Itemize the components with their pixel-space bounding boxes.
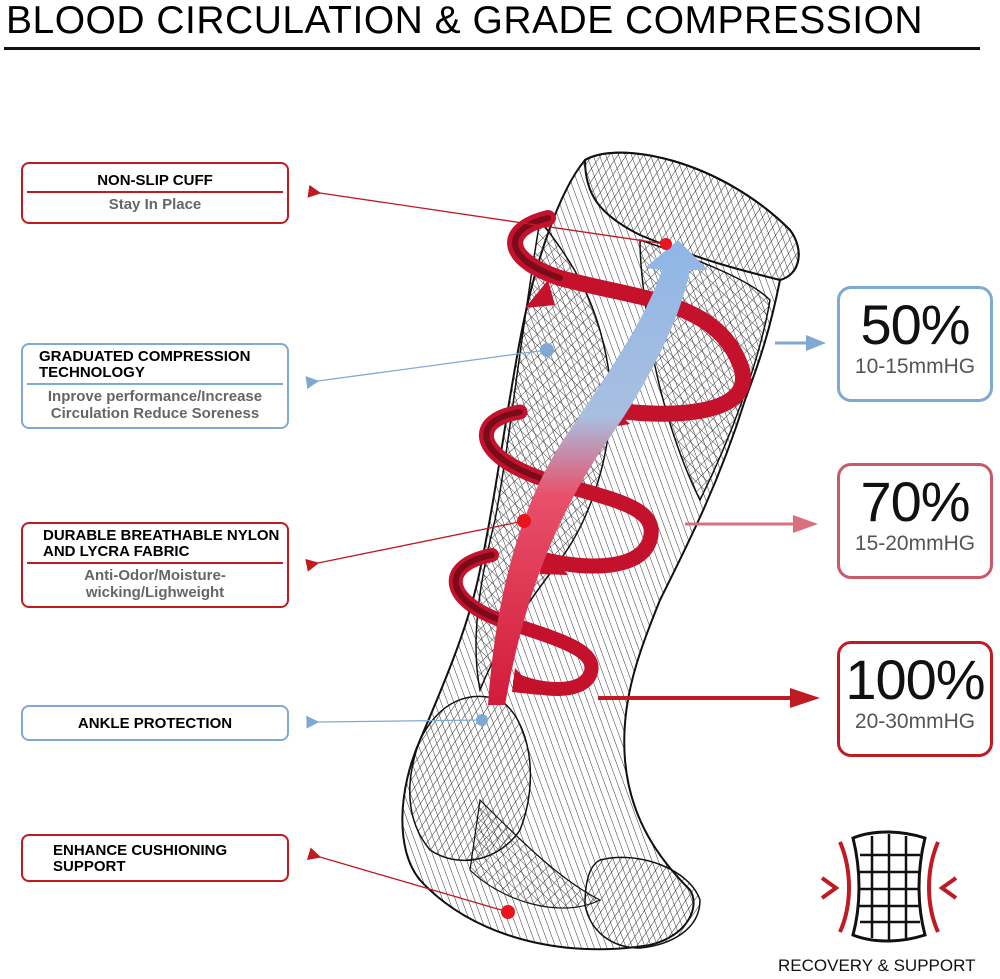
blood-flow-arrow [488,240,708,705]
compression-range: 20-30mmHG [854,710,976,733]
callout-divider [27,562,283,564]
callout-heading: ANKLE PROTECTION [77,715,233,732]
compression-percent: 50% [860,293,970,356]
callout-heading: DURABLE BREATHABLE NYLON AND LYCRA FABRI… [43,527,280,560]
compression-arrows [598,335,826,708]
callout-non-slip-cuff: NON-SLIP CUFF Stay In Place [21,162,289,224]
compression-range: 10-15mmHG [854,355,976,378]
callout-subtext: Anti-Odor/Moisture-wicking/Lighweight [84,567,226,601]
callout-heading: ENHANCE CUSHIONING SUPPORT [53,842,228,875]
callout-heading: GRADUATED COMPRESSION TECHNOLOGY [39,348,251,381]
callout-divider [27,191,283,193]
callout-divider [27,383,283,385]
title-underline [4,47,980,50]
compression-range: 15-20mmHG [854,532,976,555]
callout-graduated-compression: GRADUATED COMPRESSION TECHNOLOGY Inprove… [21,343,289,429]
compression-sleeve-icon [820,830,958,943]
callout-subtext: Inprove performance/Increase Circulation… [47,388,263,422]
callout-subtext: Stay In Place [108,196,202,213]
page-title: BLOOD CIRCULATION & GRADE COMPRESSION [6,0,924,42]
compression-spirals [448,210,751,696]
compression-level-50: 50% 10-15mmHG [837,286,993,402]
callout-ankle-protection: ANKLE PROTECTION [21,705,289,741]
compression-level-70: 70% 15-20mmHG [837,463,993,579]
sock-body [401,151,800,951]
compression-level-100: 100% 20-30mmHG [837,641,993,757]
compression-percent: 100% [845,648,985,711]
callout-heading: NON-SLIP CUFF [97,172,213,189]
recovery-support-label: RECOVERY & SUPPORT [778,956,976,975]
callout-dots [476,238,672,919]
compression-percent: 70% [860,470,970,533]
callout-cushioning-support: ENHANCE CUSHIONING SUPPORT [21,834,289,882]
callout-durable-fabric: DURABLE BREATHABLE NYLON AND LYCRA FABRI… [21,522,289,608]
callout-connectors [305,184,666,913]
